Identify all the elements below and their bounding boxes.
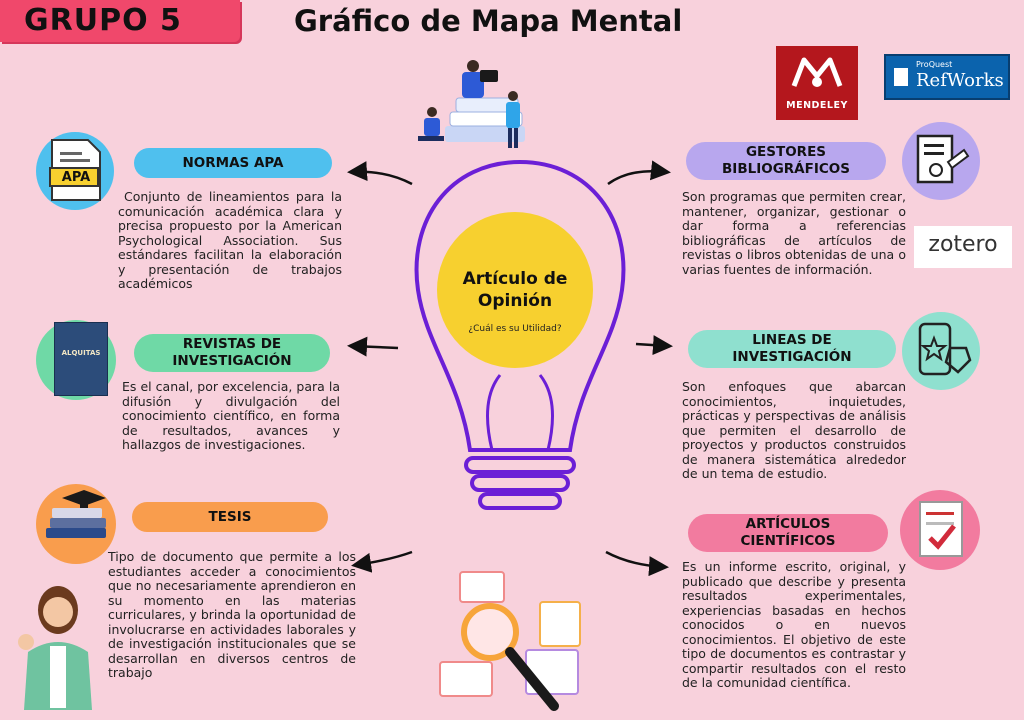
mobile-tag-icon — [918, 322, 972, 376]
refworks-document-icon — [894, 68, 908, 86]
zotero-text: zotero — [928, 232, 998, 257]
center-subtitle: ¿Cuál es su Utilidad? — [468, 324, 562, 334]
journal-cover-text: ALQUITAS — [61, 349, 101, 357]
center-title: Artículo de Opinión — [462, 269, 568, 311]
mendeley-symbol-icon — [791, 57, 843, 87]
zotero-logo: zotero — [914, 226, 1012, 268]
lightbulb-icon — [414, 159, 626, 510]
tesis-label: TESIS — [132, 502, 328, 532]
team-illustration — [418, 60, 525, 148]
checklist-document-icon — [919, 501, 963, 557]
lineas-text: Son enfoques que abarcan conocimientos, … — [682, 379, 906, 481]
mendeley-logo: MENDELEY — [776, 46, 858, 120]
tesis-text: Tipo de documento que permite a los estu… — [108, 549, 356, 680]
journal-cover-icon: ALQUITAS — [54, 322, 108, 396]
articulos-text: Es un informe escrito, original, y publi… — [682, 559, 906, 690]
gestores-label: GESTORES BIBLIOGRÁFICOS — [686, 142, 886, 180]
normas-apa-label: NORMAS APA — [134, 148, 332, 178]
mendeley-text: MENDELEY — [786, 100, 848, 111]
proquest-text: ProQuest — [916, 60, 953, 69]
apa-icon-text: APA — [61, 170, 91, 185]
normas-apa-text: Conjunto de lineamientos para la comunic… — [118, 189, 342, 291]
lineas-label: LINEAS DE INVESTIGACIÓN — [688, 330, 896, 368]
revistas-label: REVISTAS DE INVESTIGACIÓN — [134, 334, 330, 372]
graduation-books-icon — [46, 490, 106, 538]
revistas-text: Es el canal, por excelencia, para la dif… — [122, 379, 340, 452]
page-title: Gráfico de Mapa Mental — [294, 4, 683, 38]
group-label: GRUPO 5 — [24, 3, 182, 38]
refworks-text: RefWorks — [916, 70, 1004, 91]
research-magnifier-illustration — [439, 571, 581, 711]
certificate-document-icon — [916, 134, 970, 184]
apa-document-icon — [49, 139, 101, 201]
gestores-text: Son programas que permiten crear, manten… — [682, 189, 906, 277]
group-badge: GRUPO 5 — [0, 0, 240, 42]
student-illustration — [18, 586, 92, 710]
refworks-logo: ProQuest RefWorks — [884, 54, 1010, 100]
articulos-label: ARTÍCULOS CIENTÍFICOS — [688, 514, 888, 552]
